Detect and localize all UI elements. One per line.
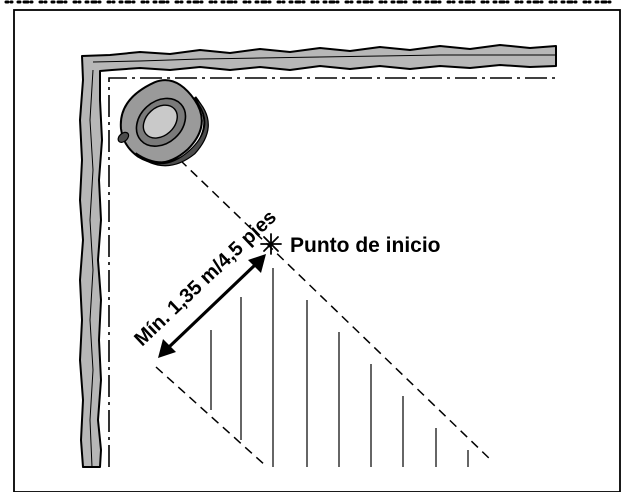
boundary-wall-inner-edge <box>89 69 94 468</box>
mower-path-dashed <box>179 159 494 463</box>
cropped-caption-fragment <box>0 0 627 4</box>
distance-label: Mín. 1,35 m/4,5 pies <box>130 206 281 351</box>
start-point-label: Punto de inicio <box>290 234 441 257</box>
boundary-wall-inner-edge-top <box>92 54 556 63</box>
robotic-mower-icon <box>117 79 209 167</box>
double-headed-arrow-icon <box>158 254 266 358</box>
boundary-wire <box>108 77 556 467</box>
hatched-area <box>210 268 469 467</box>
perpendicular-dashed-line <box>155 366 267 467</box>
boundary-wall <box>79 44 557 468</box>
figure-frame <box>13 9 621 492</box>
asterisk-start-icon <box>260 233 282 255</box>
